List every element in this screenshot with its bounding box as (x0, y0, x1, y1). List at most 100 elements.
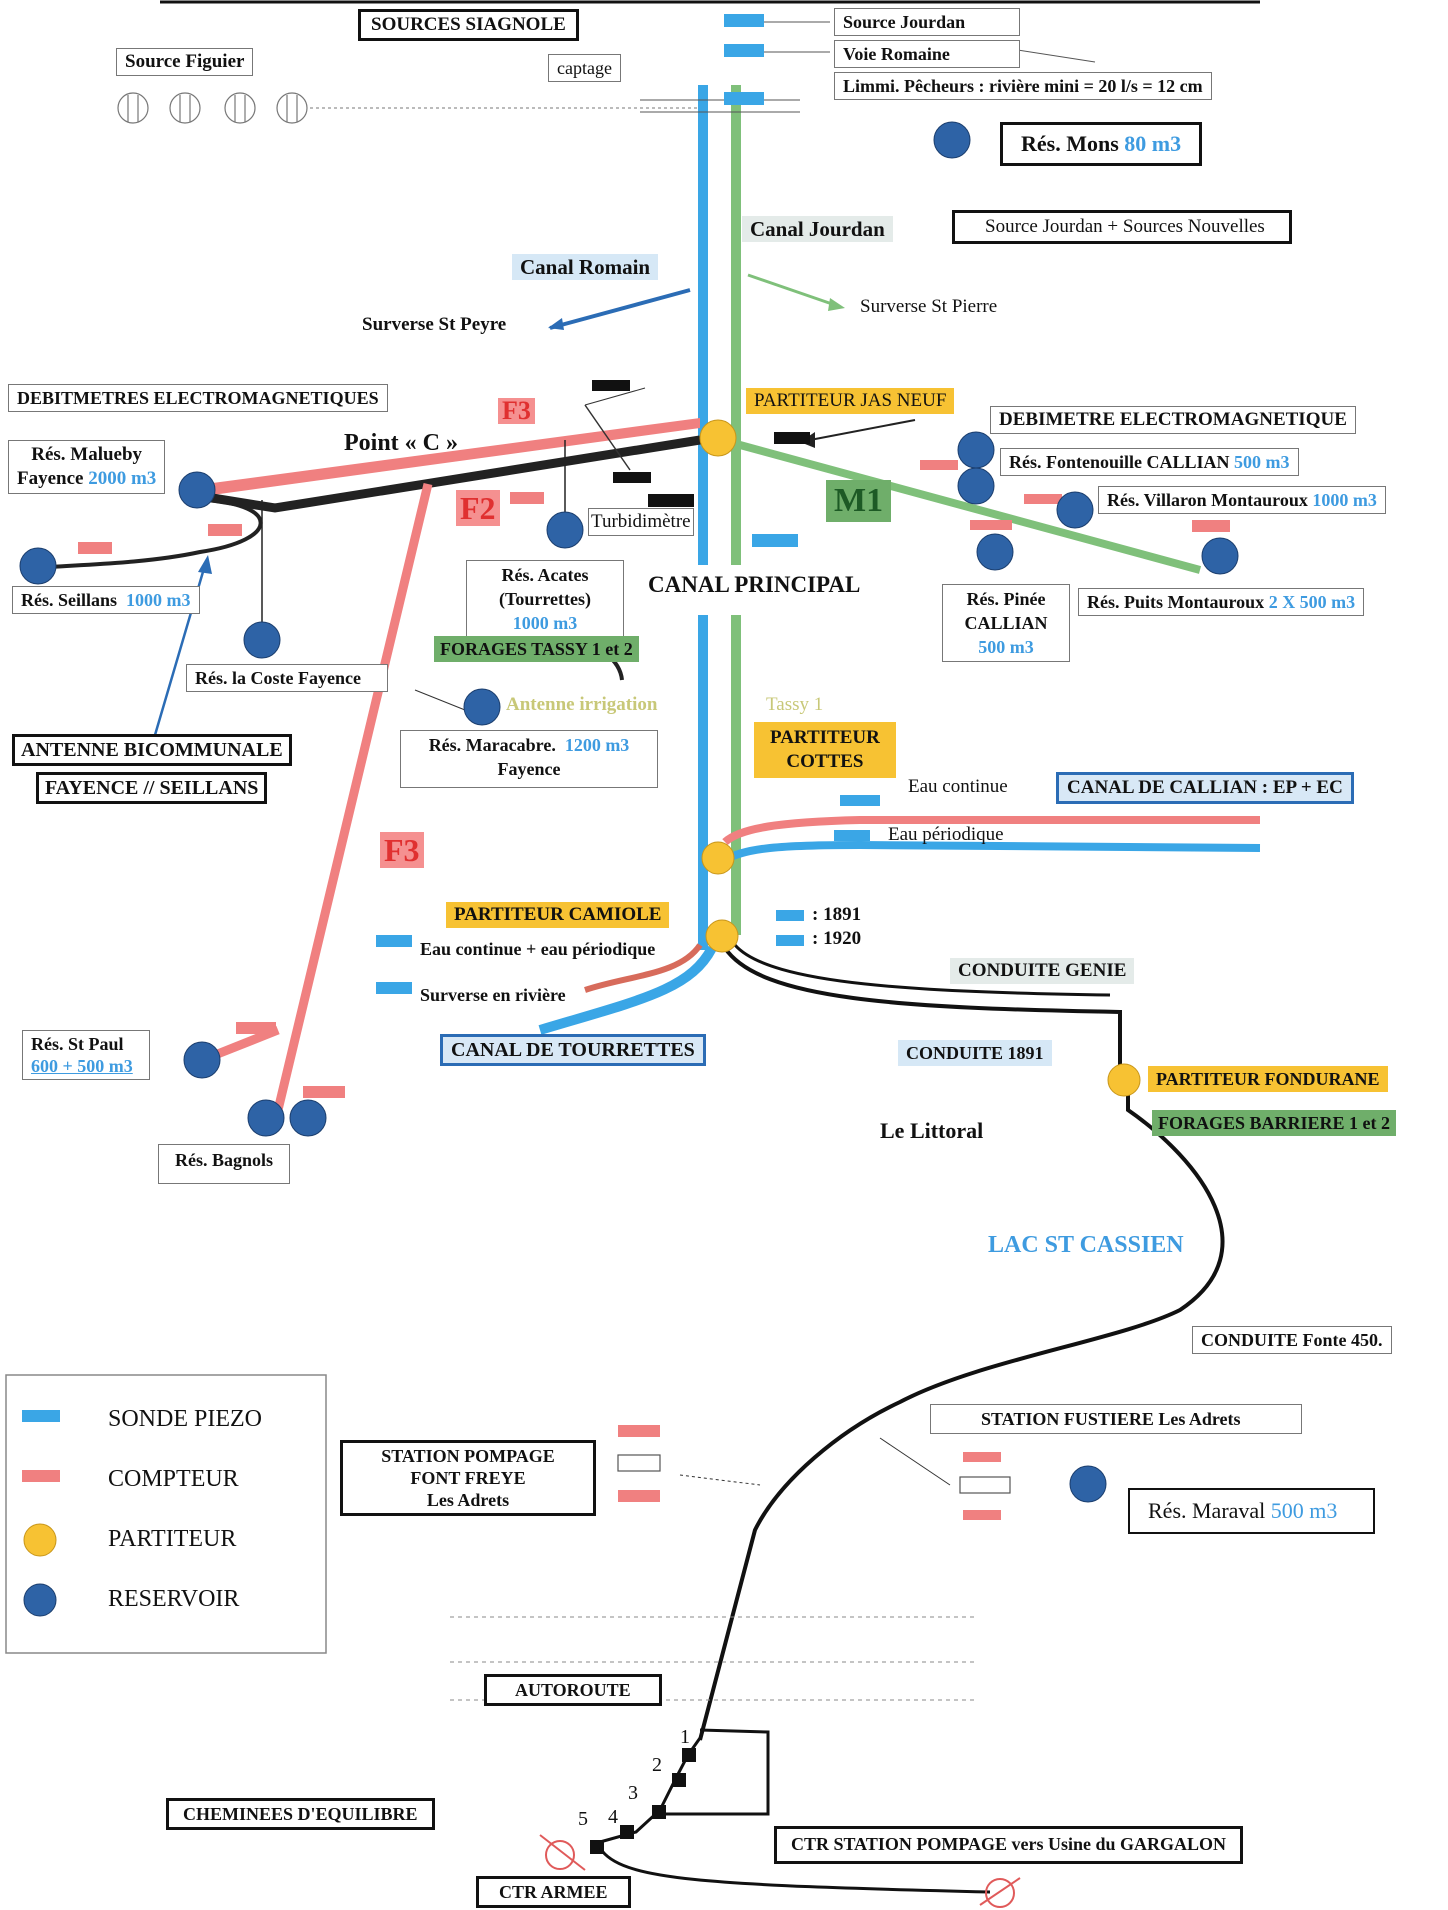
station-pompage-line2: FONT FREYE (410, 1468, 526, 1488)
res-puits-label: Rés. Puits Montauroux 2 X 500 m3 (1078, 588, 1365, 616)
partiteur-cottes-label: PARTITEUR COTTES (754, 722, 896, 778)
cottes-line1: PARTITEUR (770, 727, 880, 748)
cheminee-3-label: 3 (628, 1782, 638, 1804)
f3-mid-label: F3 (380, 832, 424, 868)
canal-jourdan-label: Canal Jourdan (742, 216, 893, 242)
res-villaron-label: Rés. Villaron Montauroux 1000 m3 (1098, 486, 1386, 514)
res-acates-label: Rés. Acates (Tourrettes) 1000 m3 (466, 560, 624, 638)
ctr-station-label: CTR STATION POMPAGE vers Usine du GARGAL… (774, 1826, 1244, 1864)
lac-st-cassien-label: LAC ST CASSIEN (988, 1232, 1184, 1258)
legend-reservoir: RESERVOIR (108, 1586, 240, 1612)
eau-continue-label: Eau continue (908, 776, 1008, 797)
turbidimetre-label: Turbidimètre (588, 508, 694, 536)
le-littoral-label: Le Littoral (880, 1118, 984, 1143)
fayence-seillans-label: FAYENCE // SEILLANS (36, 772, 268, 804)
forages-barriere-label: FORAGES BARRIERE 1 et 2 (1152, 1110, 1397, 1136)
year-1891-label: : 1891 (812, 904, 862, 925)
canal-romain-label: Canal Romain (512, 254, 659, 280)
acates-sub: (Tourrettes) (499, 589, 591, 609)
autoroute-label: AUTOROUTE (484, 1674, 662, 1706)
partiteur-jas-neuf-label: PARTITEUR JAS NEUF (746, 388, 955, 414)
seillans-volume: 1000 m3 (126, 590, 191, 610)
conduite-genie-label: CONDUITE GENIE (950, 958, 1135, 984)
cheminee-5-label: 5 (578, 1808, 588, 1830)
pinee-name: Rés. Pinée (966, 589, 1046, 609)
surverse-st-pierre-label: Surverse St Pierre (860, 296, 998, 317)
station-pompage-line1: STATION POMPAGE (381, 1446, 555, 1466)
res-mons-label: Rés. Mons 80 m3 (1000, 122, 1203, 166)
f2-label: F2 (456, 490, 500, 526)
puits-volume: 2 X 500 m3 (1268, 592, 1356, 612)
f3-top-label: F3 (498, 398, 535, 424)
legend-partiteur: PARTITEUR (108, 1526, 237, 1552)
conduite-1891-label: CONDUITE 1891 (898, 1040, 1052, 1066)
res-seillans-label: Rés. Seillans 1000 m3 (12, 586, 200, 614)
malueby-volume: 2000 m3 (88, 468, 157, 489)
seillans-name: Rés. Seillans (21, 590, 118, 610)
villaron-name: Rés. Villaron Montauroux (1107, 490, 1308, 510)
source-jourdan-label: Source Jourdan (834, 8, 1020, 36)
maraval-name: Rés. Maraval (1148, 1498, 1266, 1523)
res-malueby-name: Rés. Malueby (31, 444, 143, 465)
limmi-pecheurs-label: Limmi. Pêcheurs : rivière mini = 20 l/s … (834, 72, 1212, 100)
malueby-fayence: Fayence (17, 468, 84, 489)
antenne-irrigation-label: Antenne irrigation (506, 694, 658, 715)
station-pompage-line3: Les Adrets (426, 1490, 510, 1510)
m1-label: M1 (826, 480, 892, 522)
st-paul-volume: 600 + 500 m3 (31, 1056, 133, 1076)
legend-compteur: COMPTEUR (108, 1466, 239, 1492)
res-fontenouille-label: Rés. Fontenouille CALLIAN 500 m3 (1000, 448, 1299, 476)
surverse-riviere-label: Surverse en rivière (420, 985, 566, 1005)
source-jourdan-nouvelles-label: Source Jourdan + Sources Nouvelles (952, 210, 1292, 244)
debitmetres-label: DEBITMETRES ELECTROMAGNETIQUES (8, 384, 388, 412)
surverse-st-peyre-label: Surverse St Peyre (362, 314, 507, 335)
forages-tassy-label: FORAGES TASSY 1 et 2 (434, 636, 639, 662)
tassy1-label: Tassy 1 (766, 694, 824, 715)
source-figuier-label: Source Figuier (116, 48, 254, 76)
puits-name: Rés. Puits Montauroux (1087, 592, 1265, 612)
captage-label: captage (548, 54, 621, 82)
canal-callian-label: CANAL DE CALLIAN : EP + EC (1056, 772, 1354, 804)
canal-principal-label: CANAL PRINCIPAL (648, 572, 861, 597)
res-mons-volume: 80 m3 (1124, 131, 1182, 156)
maracabre-name: Rés. Maracabre. (428, 735, 556, 755)
cheminee-2-label: 2 (652, 1754, 662, 1776)
cheminee-1-label: 1 (680, 1726, 690, 1748)
cheminee-4-label: 4 (608, 1806, 618, 1828)
legend-sonde-piezo: SONDE PIEZO (108, 1406, 262, 1432)
ctr-armee-label: CTR ARMEE (476, 1876, 631, 1908)
cottes-line2: COTTES (786, 751, 864, 772)
res-mons-name: Rés. Mons (1021, 131, 1119, 156)
acates-volume: 1000 m3 (512, 613, 578, 633)
acates-name: Rés. Acates (501, 565, 589, 585)
eau-cont-per-label: Eau continue + eau périodique (420, 939, 656, 959)
partiteur-camiole-label: PARTITEUR CAMIOLE (446, 902, 670, 928)
sources-siagnole-label: SOURCES SIAGNOLE (358, 9, 579, 41)
partiteur-fondurane-label: PARTITEUR FONDURANE (1148, 1066, 1388, 1092)
fontenouille-name: Rés. Fontenouille CALLIAN (1009, 452, 1230, 472)
station-fustiere-label: STATION FUSTIERE Les Adrets (930, 1404, 1302, 1434)
maracabre-volume: 1200 m3 (564, 735, 630, 755)
st-paul-name: Rés. St Paul (31, 1034, 124, 1054)
res-la-coste-label: Rés. la Coste Fayence (186, 664, 388, 692)
res-maraval-label: Rés. Maraval 500 m3 (1128, 1488, 1376, 1534)
cheminees-label: CHEMINEES D'EQUILIBRE (166, 1798, 435, 1830)
pinee-sub: CALLIAN (964, 613, 1048, 633)
maraval-volume: 500 m3 (1270, 1498, 1338, 1523)
year-1920-label: : 1920 (812, 928, 862, 949)
conduite-fonte-label: CONDUITE Fonte 450. (1192, 1326, 1392, 1354)
eau-periodique-label: Eau périodique (888, 824, 1004, 845)
point-c-label: Point « C » (344, 430, 458, 456)
fontenouille-volume: 500 m3 (1234, 452, 1290, 472)
debimetre-label: DEBIMETRE ELECTROMAGNETIQUE (990, 406, 1356, 434)
canal-tourrettes-label: CANAL DE TOURRETTES (440, 1034, 706, 1066)
voie-romaine-label: Voie Romaine (834, 40, 1020, 68)
antenne-bicommunale-label: ANTENNE BICOMMUNALE (12, 734, 292, 766)
res-bagnols-label: Rés. Bagnols (158, 1144, 291, 1184)
